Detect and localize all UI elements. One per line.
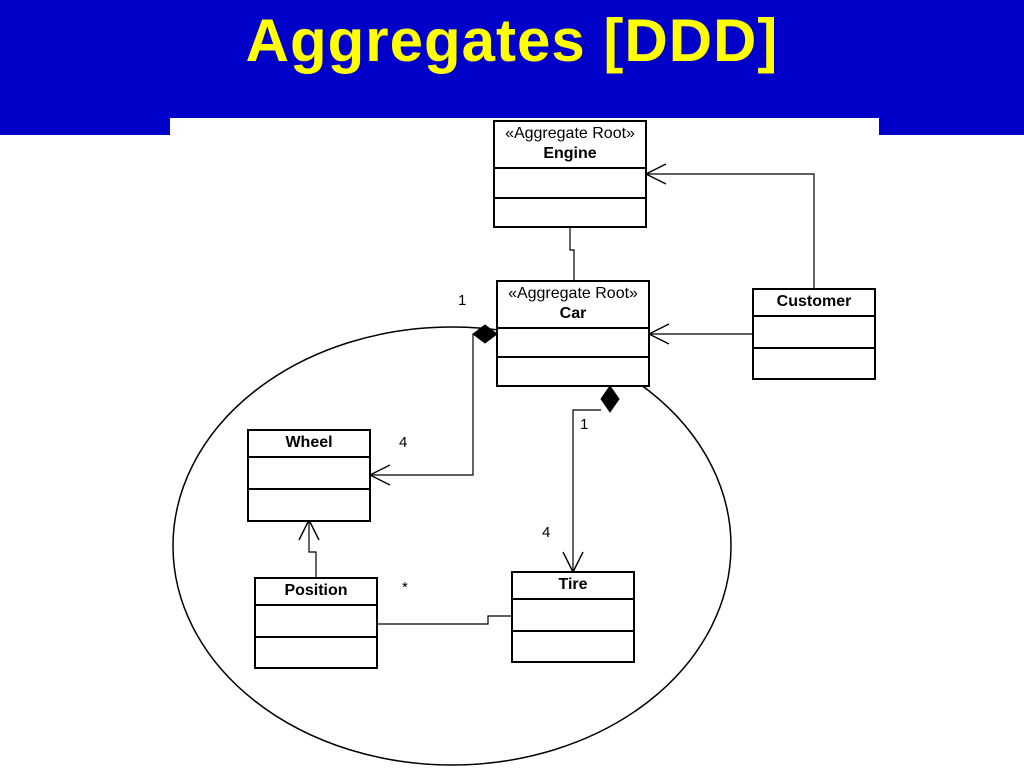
position-attributes	[256, 606, 376, 638]
car-class-name: Car	[559, 305, 587, 322]
engine-operations	[495, 199, 645, 227]
customer-class-header: Customer	[754, 290, 874, 317]
tire-operations	[513, 632, 633, 662]
engine-class-header: «Aggregate Root» Engine	[495, 122, 645, 169]
tire-attributes	[513, 600, 633, 632]
engine-attributes	[495, 169, 645, 199]
wheel-attributes	[249, 458, 369, 490]
slide-header: Aggregates [DDD]	[0, 0, 1024, 135]
engine-class[interactable]: «Aggregate Root» Engine	[493, 120, 647, 228]
car-operations	[498, 358, 648, 385]
position-tire-association	[377, 615, 512, 625]
customer-engine-dependency	[646, 173, 815, 288]
position-class-name: Position	[284, 582, 348, 599]
tire-class[interactable]: Tire	[511, 571, 635, 663]
position-wheel-dependency	[308, 520, 317, 578]
multiplicity-car-tire-tire-end: 4	[542, 524, 551, 541]
car-stereotype: «Aggregate Root»	[508, 285, 638, 302]
car-attributes	[498, 329, 648, 358]
tire-class-name: Tire	[558, 576, 588, 593]
engine-class-name: Engine	[543, 145, 597, 162]
wheel-class[interactable]: Wheel	[247, 429, 371, 522]
slide-title: Aggregates [DDD]	[245, 7, 779, 74]
car-class-header: «Aggregate Root» Car	[498, 282, 648, 329]
tire-class-header: Tire	[513, 573, 633, 600]
customer-attributes	[754, 317, 874, 349]
multiplicity-car-tire-car-end: 1	[580, 416, 589, 433]
position-class-header: Position	[256, 579, 376, 606]
customer-operations	[754, 349, 874, 379]
car-tire-composition	[572, 409, 601, 572]
wheel-operations	[249, 490, 369, 520]
car-wheel-composition	[370, 334, 474, 476]
multiplicity-car-wheel-wheel-end: 4	[399, 434, 408, 451]
wheel-class-header: Wheel	[249, 431, 369, 458]
aggregate-boundary	[172, 326, 732, 766]
customer-class[interactable]: Customer	[752, 288, 876, 380]
car-class[interactable]: «Aggregate Root» Car	[496, 280, 650, 387]
customer-class-name: Customer	[776, 293, 852, 310]
multiplicity-car-wheel-car-end: 1	[458, 292, 467, 309]
engine-car-association	[569, 227, 575, 281]
position-class[interactable]: Position	[254, 577, 378, 669]
composition-diamond-tire	[600, 385, 620, 413]
wheel-class-name: Wheel	[285, 434, 333, 451]
multiplicity-position-tire: *	[402, 579, 408, 596]
engine-stereotype: «Aggregate Root»	[505, 125, 635, 142]
position-operations	[256, 638, 376, 668]
